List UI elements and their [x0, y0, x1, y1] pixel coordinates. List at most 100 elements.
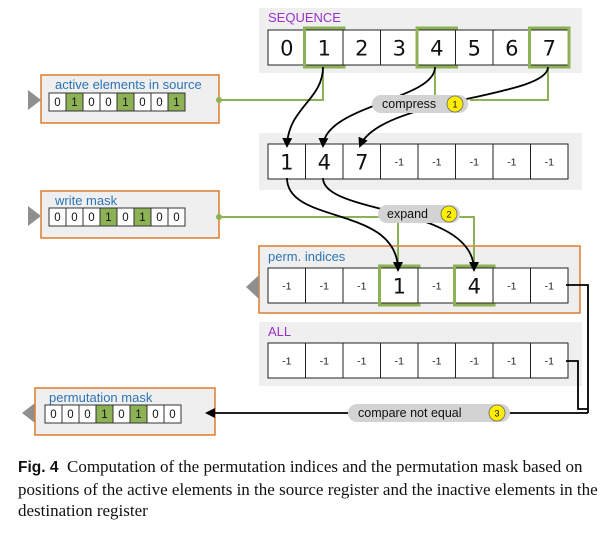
register-cell — [455, 29, 494, 66]
register-cell-value: 0 — [280, 37, 293, 61]
register-cell — [305, 29, 344, 66]
mask-bit-value: 0 — [169, 409, 175, 421]
mask-bit-value: 1 — [135, 409, 141, 421]
expand-pill — [378, 205, 460, 223]
mask-bit-value: 0 — [122, 212, 128, 224]
register-cell-value: 5 — [468, 37, 481, 61]
register-cell — [305, 342, 344, 379]
register-cell-value: -1 — [432, 356, 441, 368]
register-cell-value: 4 — [468, 275, 481, 299]
register-cell-value: 4 — [430, 37, 443, 61]
register-cell-value: -1 — [395, 356, 404, 368]
mask-bit-value: 0 — [67, 409, 73, 421]
mask-bit-value: 0 — [118, 409, 124, 421]
compare-pill — [348, 404, 510, 422]
register-cell-value: -1 — [507, 281, 516, 293]
register-cell-value: -1 — [470, 356, 479, 368]
all-register: -1 -1 -1 -1 -1 -1 -1 -1 — [267, 342, 569, 379]
register-cell-value: -1 — [320, 281, 329, 293]
register-cell-value: -1 — [282, 356, 291, 368]
register-cell — [342, 267, 381, 304]
mask-bit-value: 0 — [88, 212, 94, 224]
register-cell — [380, 342, 419, 379]
sequence-label: SEQUENCE — [268, 10, 341, 25]
register-cell-value: -1 — [357, 356, 366, 368]
all-label: ALL — [268, 324, 291, 339]
mask-bit-value: 1 — [122, 97, 128, 109]
perm-mask-pointer-icon — [22, 403, 35, 423]
mask-bit-active — [167, 92, 186, 112]
register-cell-value: -1 — [545, 157, 554, 169]
register-cell-value: 1 — [393, 275, 406, 299]
compare-step-label: compare not equal — [358, 406, 462, 420]
mask-bit-value: 0 — [173, 212, 179, 224]
mask-bit — [163, 404, 182, 424]
perm-indices-pointer-icon — [246, 275, 259, 299]
register-cell-value: -1 — [507, 356, 516, 368]
compare-badge — [488, 404, 506, 422]
mask-bit-value: 1 — [101, 409, 107, 421]
register-cell-value: 1 — [318, 37, 331, 61]
figure-caption: Fig. 4 Computation of the permutation in… — [18, 456, 600, 522]
register-cell-value: -1 — [357, 281, 366, 293]
register-cell-value: 6 — [505, 37, 518, 61]
register-cell — [380, 29, 419, 66]
register-cell-value: -1 — [395, 157, 404, 169]
register-cell-value: -1 — [282, 281, 291, 293]
expand-badge — [440, 205, 458, 223]
mask-bit-value: 1 — [139, 212, 145, 224]
mask-bit-value: 0 — [156, 97, 162, 109]
caption-text: Computation of the permutation indices a… — [18, 457, 598, 520]
register-cell-value: -1 — [432, 157, 441, 169]
write-mask-pointer-icon — [28, 206, 41, 226]
mask-bit-value: 1 — [105, 212, 111, 224]
mask-bit-value: 1 — [173, 97, 179, 109]
register-cell — [417, 267, 456, 304]
register-cell-value: -1 — [432, 281, 441, 293]
mask-bit-value: 1 — [71, 97, 77, 109]
write-mask-label: write mask — [54, 193, 118, 208]
register-cell — [530, 29, 569, 66]
mask-bit-value: 0 — [88, 97, 94, 109]
register-cell — [455, 342, 494, 379]
compress-step-label: compress — [382, 97, 436, 111]
register-cell — [455, 143, 494, 180]
mask-bit-value: 0 — [152, 409, 158, 421]
mask-bit-value: 0 — [54, 97, 60, 109]
mask-bit-value: 0 — [139, 97, 145, 109]
register-cell — [530, 143, 569, 180]
register-cell — [305, 267, 344, 304]
mask-bit-value: 0 — [54, 212, 60, 224]
register-cell — [342, 342, 381, 379]
register-cell-value: -1 — [320, 356, 329, 368]
register-cell-value: 4 — [318, 151, 331, 175]
register-cell-value: 3 — [393, 37, 406, 61]
perm-mask-label: permutation mask — [49, 390, 153, 405]
register-cell — [342, 143, 381, 180]
register-cell-value: -1 — [545, 356, 554, 368]
mask-bit-value: 0 — [50, 409, 56, 421]
register-cell — [267, 267, 306, 304]
register-cell — [417, 143, 456, 180]
compress-badge-number: 1 — [452, 100, 457, 110]
register-cell-value: 2 — [355, 37, 368, 61]
compress-badge — [446, 95, 464, 113]
mask-bit-value: 0 — [84, 409, 90, 421]
register-cell-value: 7 — [355, 151, 368, 175]
expand-badge-number: 2 — [446, 210, 451, 220]
register-cell-value: 1 — [280, 151, 293, 175]
register-cell — [530, 342, 569, 379]
register-cell-value: 7 — [543, 37, 556, 61]
expand-step-label: expand — [387, 207, 428, 221]
register-cell — [267, 342, 306, 379]
compress-pill — [372, 95, 468, 113]
register-cell-value: -1 — [507, 157, 516, 169]
active-source-label: active elements in source — [55, 77, 202, 92]
